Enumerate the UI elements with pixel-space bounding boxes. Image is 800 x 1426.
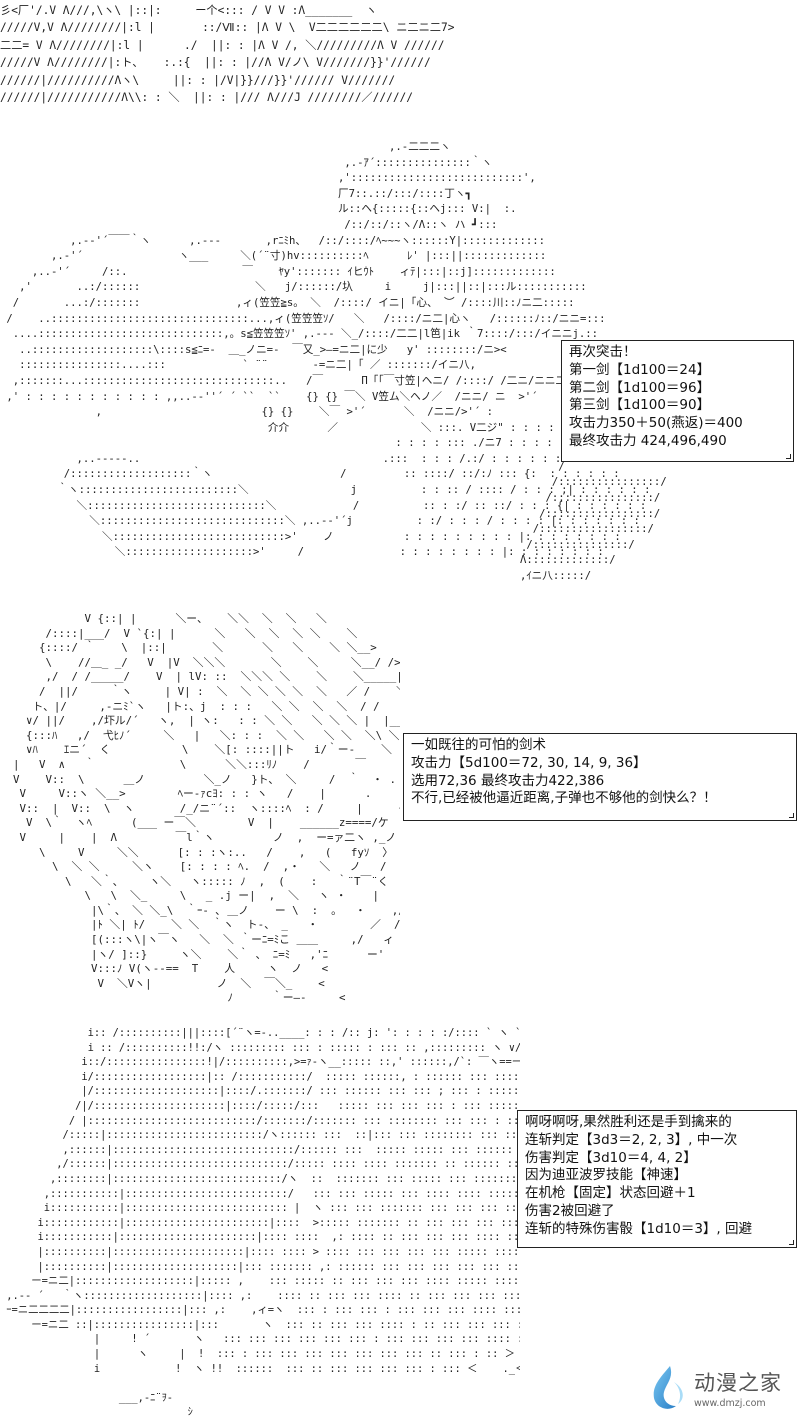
- box2-line-4: 不行,已经被他逼近距离,子弹也不够他的剑快么？！: [411, 790, 717, 807]
- top-panel-ascii-art: 彡<厂'/.V Λ///,\ヽ\ |::|: ー个<::: / V V :Λ__…: [0, 4, 455, 105]
- box1-line-1: 再次突击！: [569, 344, 637, 360]
- attack-roll-box-2: 一如既往的可怕的剑术 攻击力【5d100＝72, 30, 14, 9, 36】 …: [403, 733, 797, 821]
- watermark-url: www.dmzj.com: [694, 1398, 766, 1409]
- charge-panel-right-ascii-art: / /::::::::::::::::/ /::::::::::::::::/ …: [520, 460, 667, 583]
- box3-line-6: 伤害2被回避了: [525, 1202, 615, 1219]
- face-panel-ascii-art: V {::| | ＼ー、 ＼＼ ＼ ＼ ＼ /::::|___/ V `{:| …: [13, 612, 400, 1005]
- flame-logo-icon: [653, 1366, 683, 1409]
- box2-line-1: 一如既往的可怕的剑术: [411, 737, 546, 753]
- box3-line-4: 因为迪亚波罗技能【神速】: [525, 1167, 687, 1184]
- box3-line-5: 在机枪【固定】状态回避＋1: [525, 1185, 696, 1202]
- box3-line-2: 连斩判定【3d3＝2, 2, 3】, 中一次: [525, 1131, 738, 1148]
- bottom-panel-ascii-art: i:: /::::::::::|||::::[´¨ヽ=-..____: : : …: [6, 1027, 520, 1419]
- box1-line-2: 第一剑【1d100＝24】: [569, 361, 711, 378]
- box3-line-1: 啊呀啊呀,果然胜利还是手到擒来的: [525, 1114, 732, 1130]
- box1-line-5: 攻击力350＋50(燕返)＝400: [569, 415, 743, 432]
- box3-line-3: 伤害判定【3d10＝4, 4, 2】: [525, 1149, 697, 1166]
- box1-line-6: 最终攻击力 424,496,490: [569, 432, 727, 449]
- watermark-logo: 动漫之家 www.dmzj.com: [646, 1362, 792, 1414]
- box2-line-2: 攻击力【5d100＝72, 30, 14, 9, 36】: [411, 754, 647, 771]
- box1-line-4: 第三剑【1d100＝90】: [569, 397, 711, 414]
- charge-panel-ascii-art: ,.-二二二ヽ ,.-ｱ´:::::::::::::::｀ヽ ,':::::::…: [6, 141, 651, 559]
- attack-roll-box-1: 再次突击！ 第一剑【1d100＝24】 第二剑【1d100＝96】 第三剑【1d…: [561, 340, 794, 462]
- box3-line-7: 连斩的特殊伤害骰【1d10＝3】, 回避: [525, 1220, 753, 1237]
- attack-roll-box-3: 啊呀啊呀,果然胜利还是手到擒来的 连斩判定【3d3＝2, 2, 3】, 中一次 …: [517, 1110, 797, 1248]
- box2-line-3: 选用72,36 最终攻击力422,386: [411, 772, 605, 789]
- watermark-name: 动漫之家: [694, 1371, 782, 1395]
- box1-line-3: 第二剑【1d100＝96】: [569, 379, 711, 396]
